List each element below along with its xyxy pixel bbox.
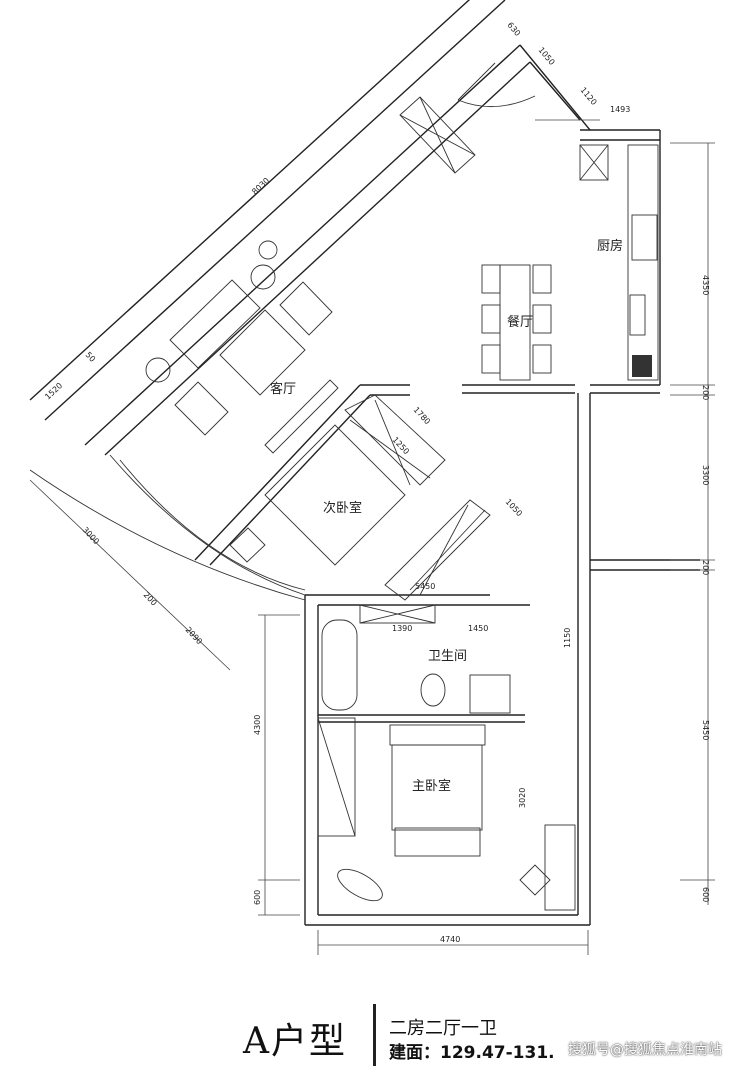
dim-label: 1050 [536, 46, 556, 67]
room-label-bathroom: 卫生间 [428, 649, 467, 664]
dim-label: 3000 [81, 525, 101, 546]
dim-label: 50 [84, 350, 98, 364]
room-label-living: 客厅 [270, 381, 296, 397]
dim-label: 3300 [701, 465, 710, 485]
dim-label: 600 [253, 890, 262, 905]
room-label-kitchen: 厨房 [597, 238, 623, 254]
kitchen-fixtures [579, 144, 659, 381]
dim-label: 1780 [412, 405, 432, 426]
second-bedroom-furniture [229, 394, 491, 601]
dim-label: 630 [505, 21, 522, 38]
dim-label: 200 [701, 385, 710, 400]
dim-label: 1520 [43, 381, 64, 401]
dim-label: 1450 [468, 624, 488, 633]
room-label-second-bedroom: 次卧室 [323, 500, 362, 516]
dimension-lines [29, 119, 715, 955]
dim-label: 4350 [701, 275, 710, 295]
unit-area: 建面：129.47-131. [389, 1043, 555, 1063]
dim-label: 1050 [504, 497, 524, 518]
dim-label: 3020 [518, 788, 527, 808]
unit-layout: 二房二厅一卫 [389, 1018, 497, 1039]
dim-label: 200 [701, 560, 710, 575]
entry-cabinet [399, 96, 476, 174]
dim-label: 1493 [610, 105, 630, 114]
dim-label: 1120 [578, 86, 598, 107]
dining-table [481, 264, 552, 381]
room-label-dining: 餐厅 [507, 314, 533, 330]
entry-door [457, 62, 536, 108]
dim-label: 4300 [253, 715, 262, 735]
dim-label: 200 [142, 590, 159, 607]
room-label-master-bedroom: 主卧室 [412, 778, 451, 794]
master-bedroom-furniture [317, 717, 576, 911]
dim-label: 5450 [701, 720, 710, 740]
dim-label: 1150 [563, 628, 572, 648]
floor-plan: 客厅 餐厅 厨房 次卧室 卫生间 主卧室 630 1050 1120 1493 … [29, 0, 715, 955]
dim-label: 5450 [415, 582, 435, 591]
bathroom-fixtures [321, 604, 511, 714]
exterior-walls [29, 0, 700, 926]
living-furniture [145, 240, 339, 454]
dim-label: 4740 [440, 935, 460, 944]
watermark: 搜狐号@搜狐焦点淮南站 [568, 1042, 722, 1058]
dim-label: 2090 [184, 625, 204, 646]
unit-type-title: A户型 [243, 1021, 347, 1062]
dim-label: 8030 [250, 176, 271, 196]
dim-label: 600 [701, 887, 710, 902]
title-divider [373, 1004, 376, 1066]
dim-label: 1390 [392, 624, 412, 633]
